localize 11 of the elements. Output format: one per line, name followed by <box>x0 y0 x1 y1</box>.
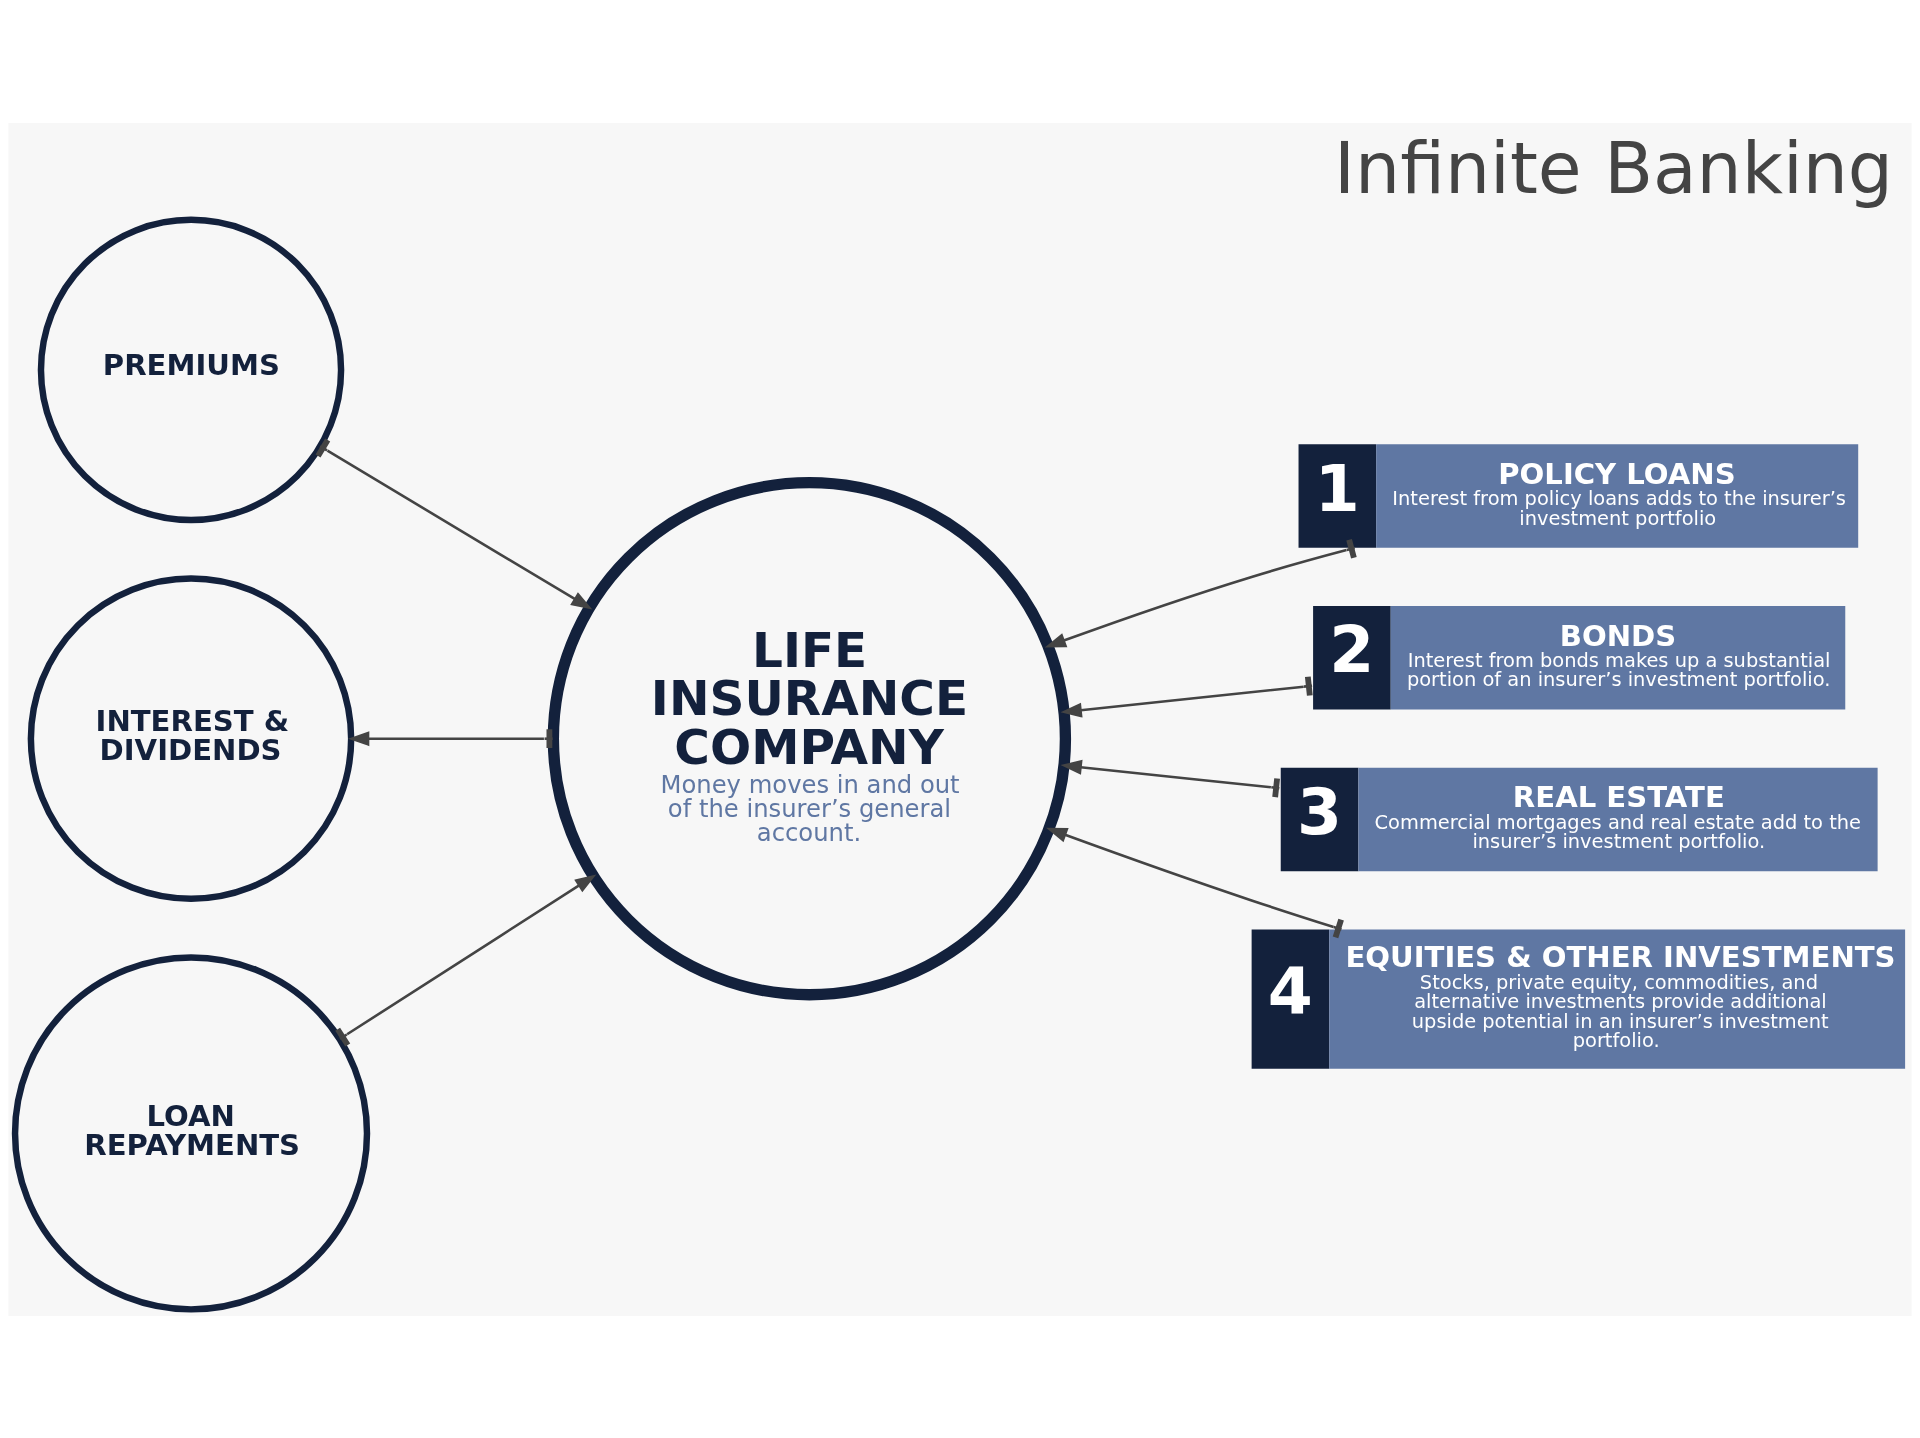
arrow <box>335 873 597 1047</box>
arrow <box>1044 538 1357 648</box>
node-circle: PREMIUMS <box>37 216 345 523</box>
arrow <box>1046 827 1344 938</box>
arrow <box>1060 759 1280 797</box>
node-circle: INTEREST & DIVIDENDS <box>27 574 355 902</box>
arrow <box>315 437 593 610</box>
arrow <box>347 728 553 748</box>
arrow <box>1060 675 1313 718</box>
diagram-title: Infinite Banking <box>1334 126 1893 210</box>
node-circle: LOAN REPAYMENTS <box>11 953 371 1313</box>
